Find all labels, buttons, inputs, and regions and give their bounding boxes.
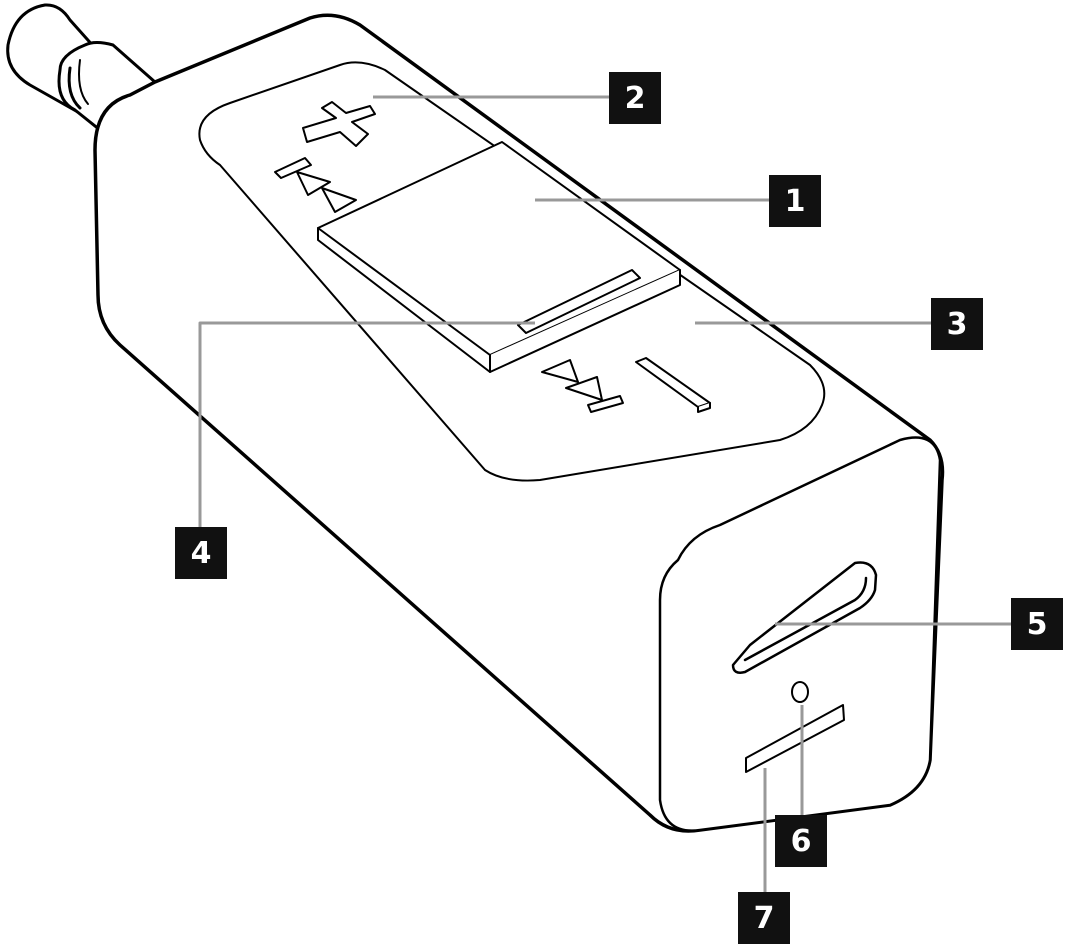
callout-label-6: 6 <box>775 815 827 867</box>
callout-label-4: 4 <box>175 527 227 579</box>
previous-track-icon <box>274 157 357 213</box>
callout-label-2: 2 <box>609 72 661 124</box>
callout-label-7: 7 <box>738 892 790 944</box>
leader-lines <box>198 95 1011 892</box>
callout-label-1: 1 <box>769 175 821 227</box>
plus-icon <box>302 101 376 147</box>
audio-jack <box>6 3 157 132</box>
callout-label-3: 3 <box>931 298 983 350</box>
next-track-icon <box>541 359 624 413</box>
usb-c-port <box>731 561 878 674</box>
minus-icon <box>635 357 711 413</box>
callout-label-5: 5 <box>1011 598 1063 650</box>
status-led-slot <box>745 704 845 773</box>
microphone-hole <box>791 681 809 703</box>
